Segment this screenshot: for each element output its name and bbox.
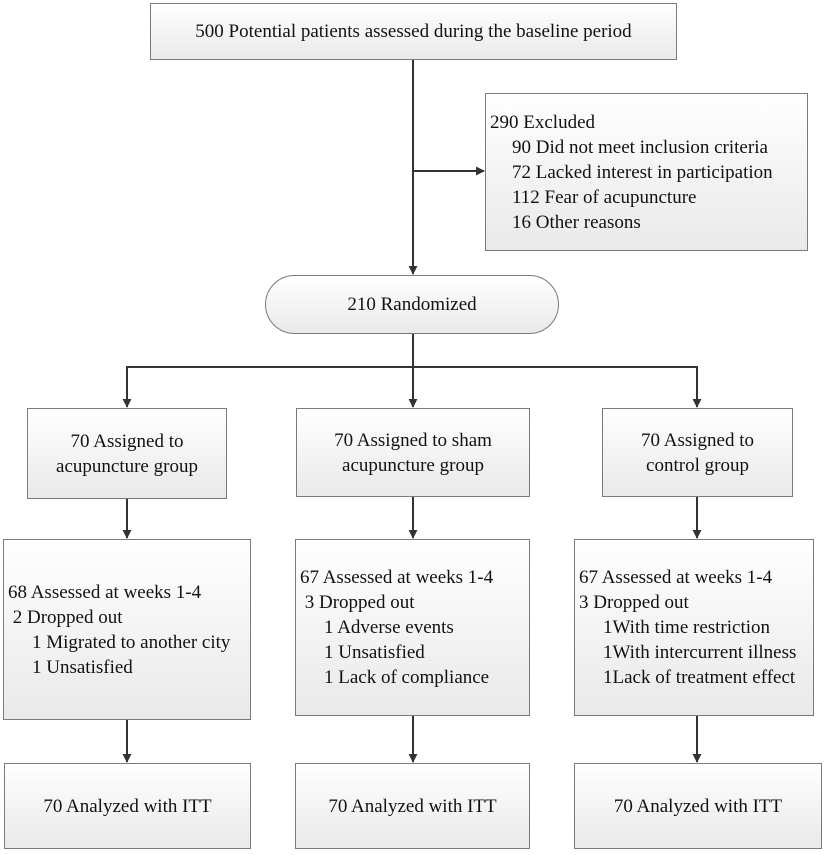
dropout-reason: 1 Unsatisfied (32, 656, 133, 678)
dropped-count: 3 Dropped out (579, 592, 689, 613)
excluded-reason: 72 Lacked interest in participation (512, 161, 773, 183)
screening-box: 500 Potential patients assessed during t… (150, 3, 677, 60)
analyzed-label: 70 Analyzed with ITT (328, 795, 497, 817)
dropped-count: 3 Dropped out (300, 592, 415, 613)
dropout-reason: 1 Lack of compliance (324, 667, 490, 688)
dropout-reason: 1 Unsatisfied (324, 642, 425, 663)
excluded-title: 290 Excluded (490, 111, 596, 133)
dropout-reason: 1 Migrated to another city (32, 631, 231, 653)
assessed-control-box: 67 Assessed at weeks 1-4 3 Dropped out 1… (574, 539, 814, 716)
excluded-reason: 112 Fear of acupuncture (512, 186, 697, 208)
assessed-count: 67 Assessed at weeks 1-4 (300, 567, 494, 588)
assigned-control-box: 70 Assigned to control group (602, 408, 793, 497)
analyzed-label: 70 Analyzed with ITT (43, 795, 212, 817)
dropout-reason: 1 Adverse events (324, 617, 454, 638)
assigned-acupuncture-box: 70 Assigned to acupuncture group (27, 408, 227, 499)
dropout-reason: 1With intercurrent illness (603, 642, 797, 663)
assessed-acupuncture-box: 68 Assessed at weeks 1-4 2 Dropped out 1… (3, 539, 251, 720)
assessed-sham-box: 67 Assessed at weeks 1-4 3 Dropped out 1… (295, 539, 530, 716)
dropout-reason: 1Lack of treatment effect (603, 667, 796, 688)
assigned-sham-line: acupuncture group (342, 454, 484, 476)
assigned-sham-box: 70 Assigned to sham acupuncture group (296, 408, 530, 497)
analyzed-control-box: 70 Analyzed with ITT (574, 763, 822, 849)
randomized-label: 210 Randomized (347, 294, 477, 315)
assigned-sham-line: 70 Assigned to sham (334, 429, 492, 451)
screening-label: 500 Potential patients assessed during t… (195, 21, 632, 42)
excluded-box: 290 Excluded 90 Did not meet inclusion c… (485, 93, 808, 251)
assigned-control-line: control group (646, 454, 749, 476)
excluded-reason: 16 Other reasons (512, 211, 641, 233)
dropout-reason: 1With time restriction (603, 617, 771, 638)
assigned-acupuncture-line: 70 Assigned to (70, 430, 184, 452)
assessed-count: 68 Assessed at weeks 1-4 (8, 581, 202, 603)
dropped-count: 2 Dropped out (8, 606, 123, 628)
analyzed-sham-box: 70 Analyzed with ITT (295, 763, 530, 849)
assigned-acupuncture-line: acupuncture group (56, 455, 198, 477)
analyzed-label: 70 Analyzed with ITT (613, 795, 783, 817)
randomized-box: 210 Randomized (265, 275, 559, 334)
excluded-reason: 90 Did not meet inclusion criteria (512, 136, 768, 158)
assessed-count: 67 Assessed at weeks 1-4 (579, 567, 773, 588)
analyzed-acupuncture-box: 70 Analyzed with ITT (4, 763, 251, 849)
assigned-control-line: 70 Assigned to (641, 429, 754, 451)
